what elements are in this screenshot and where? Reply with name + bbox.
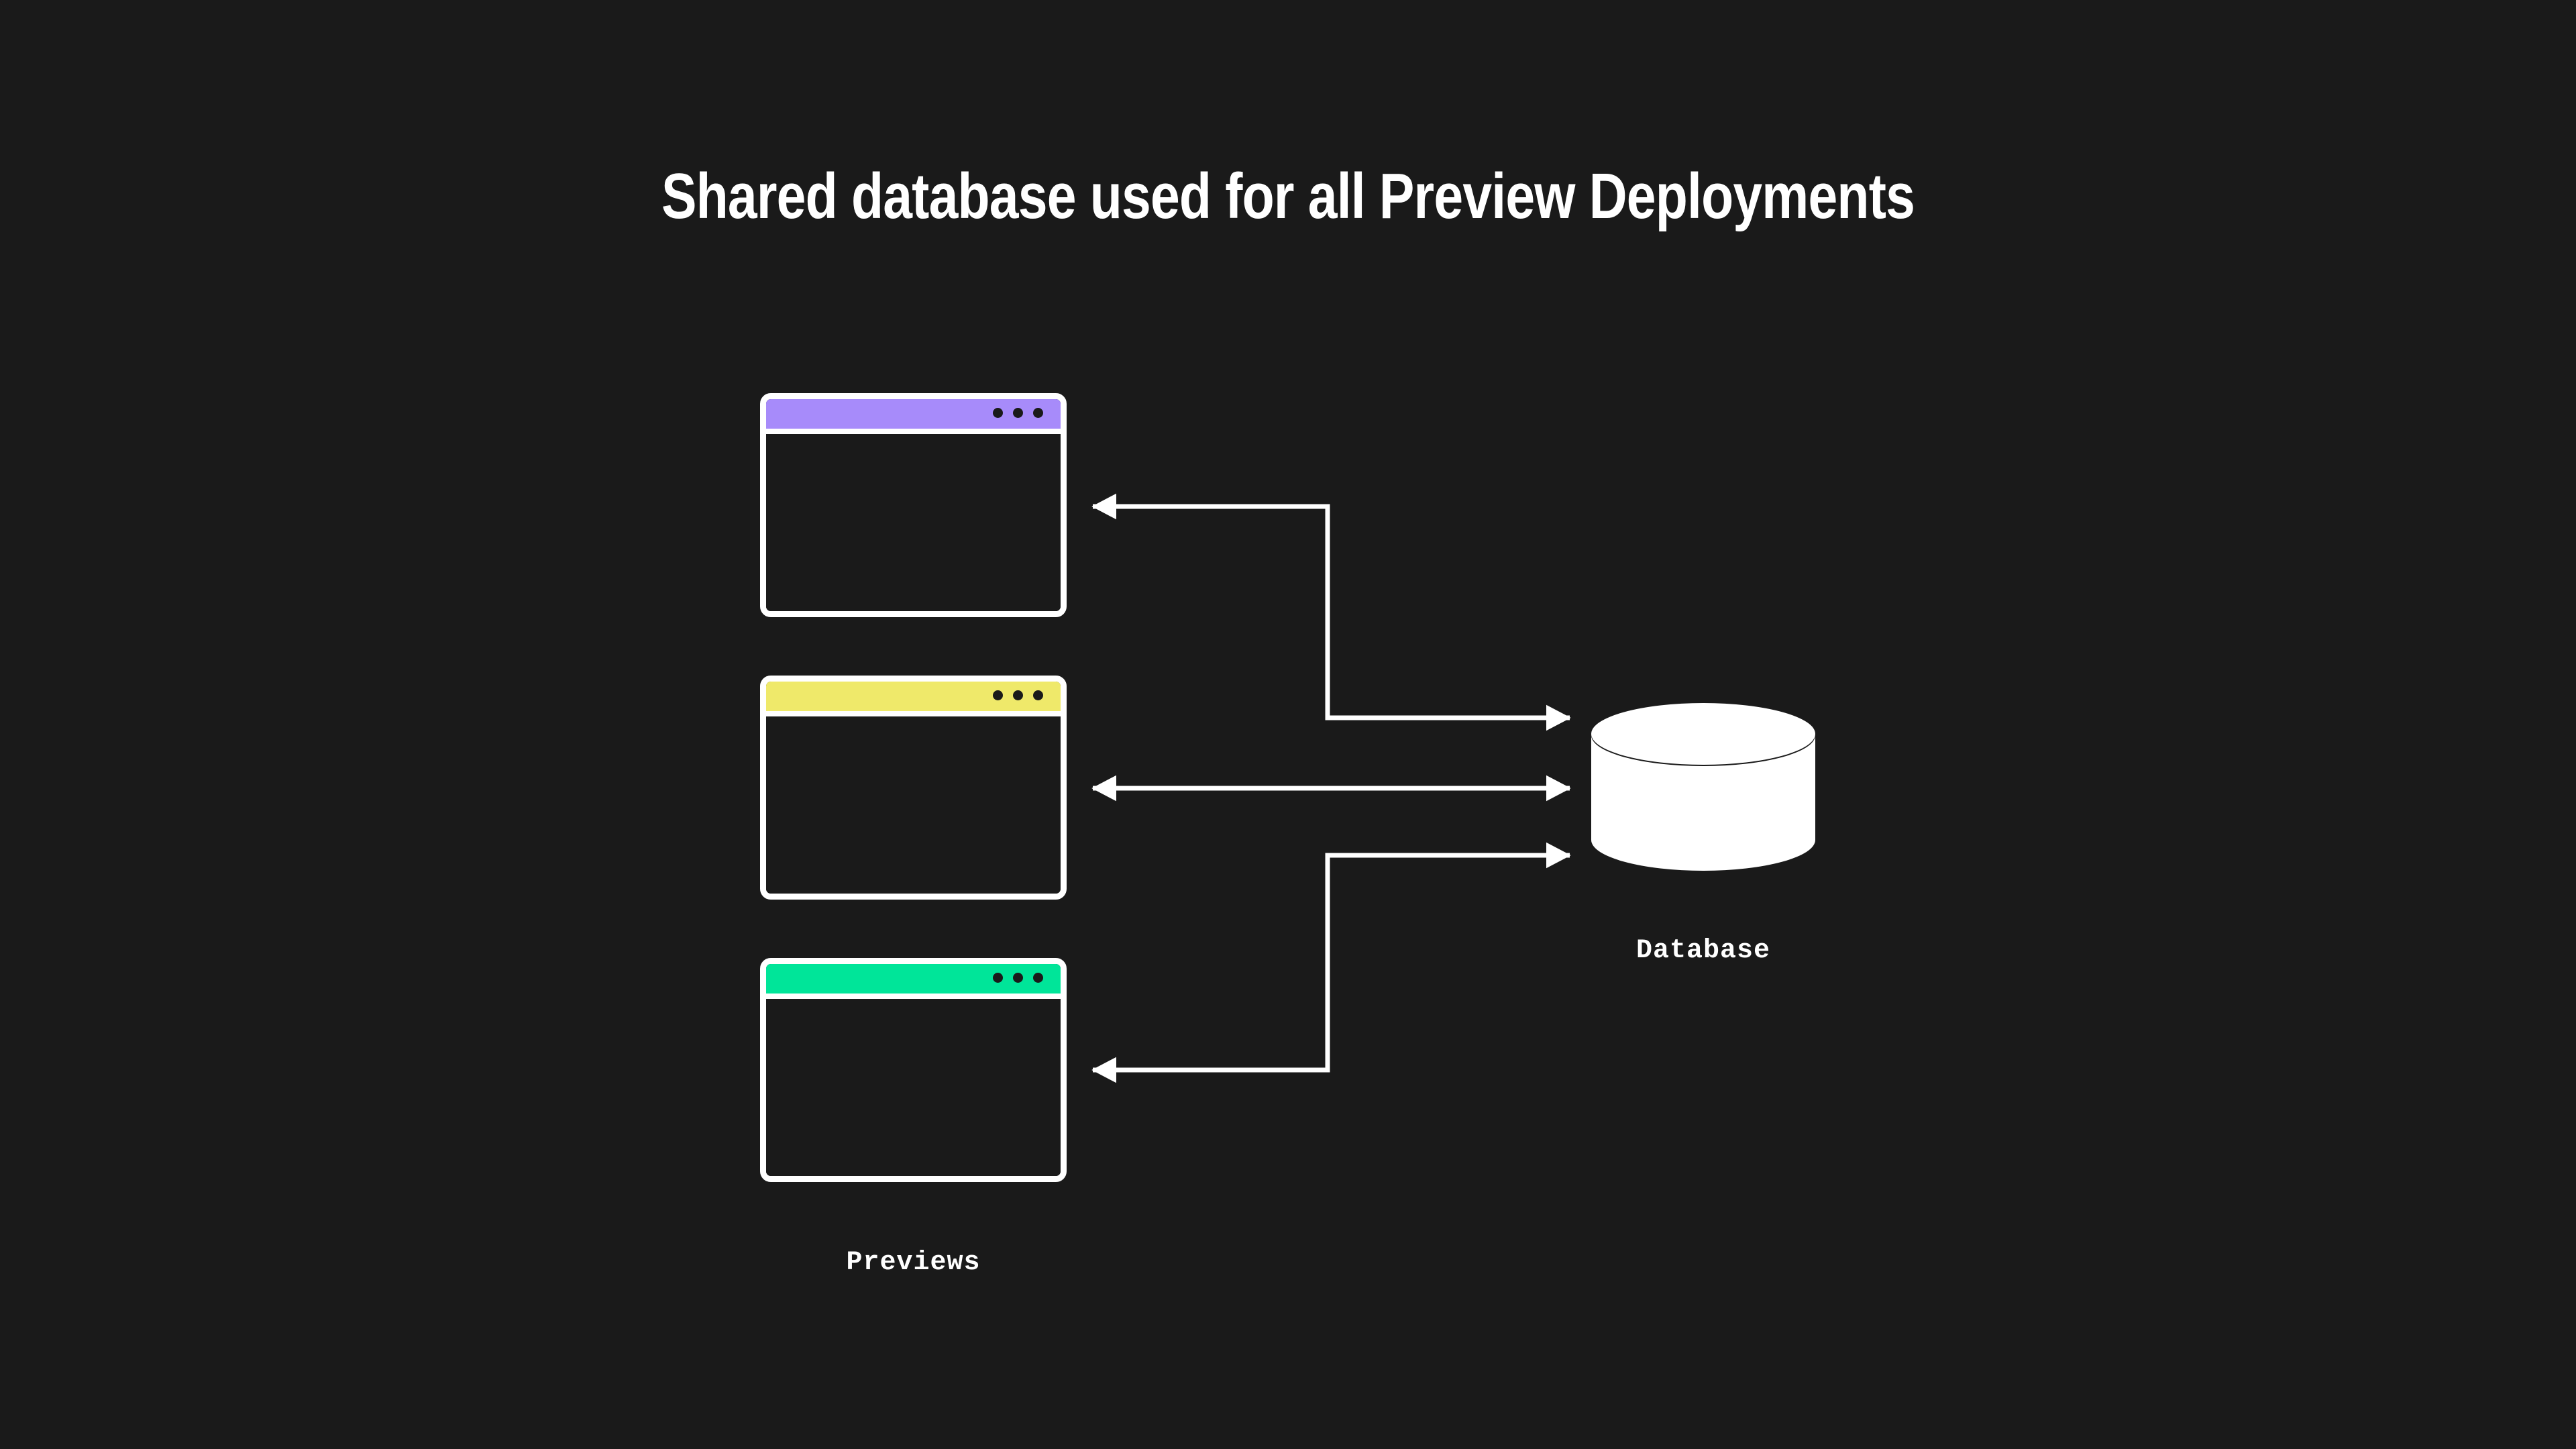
window-body-green [766, 999, 1061, 1176]
window-dot-icon [1033, 690, 1043, 700]
preview-window-yellow[interactable] [760, 676, 1067, 900]
window-dot-icon [1013, 972, 1023, 983]
window-controls-yellow [993, 690, 1043, 700]
connector-green-window-to-database [1091, 842, 1571, 1083]
window-body-yellow [766, 716, 1061, 894]
window-dot-icon [1013, 690, 1023, 700]
page-title: Shared database used for all Preview Dep… [661, 160, 1915, 232]
preview-window-purple[interactable] [760, 393, 1067, 617]
database-label: Database [1635, 936, 1771, 966]
connector-purple-window-to-database [1091, 493, 1571, 731]
window-controls-green [993, 972, 1043, 983]
window-dot-icon [993, 407, 1003, 418]
window-titlebar-green [766, 964, 1061, 999]
window-dot-icon [1033, 972, 1043, 983]
window-dot-icon [993, 690, 1003, 700]
previews-group-label: Previews [846, 1248, 981, 1278]
preview-window-green[interactable] [760, 958, 1067, 1182]
window-dot-icon [1013, 407, 1023, 418]
window-dot-icon [993, 972, 1003, 983]
window-titlebar-purple [766, 399, 1061, 434]
window-dot-icon [1033, 407, 1043, 418]
window-titlebar-yellow [766, 682, 1061, 716]
window-body-purple [766, 434, 1061, 611]
window-controls-purple [993, 407, 1043, 418]
